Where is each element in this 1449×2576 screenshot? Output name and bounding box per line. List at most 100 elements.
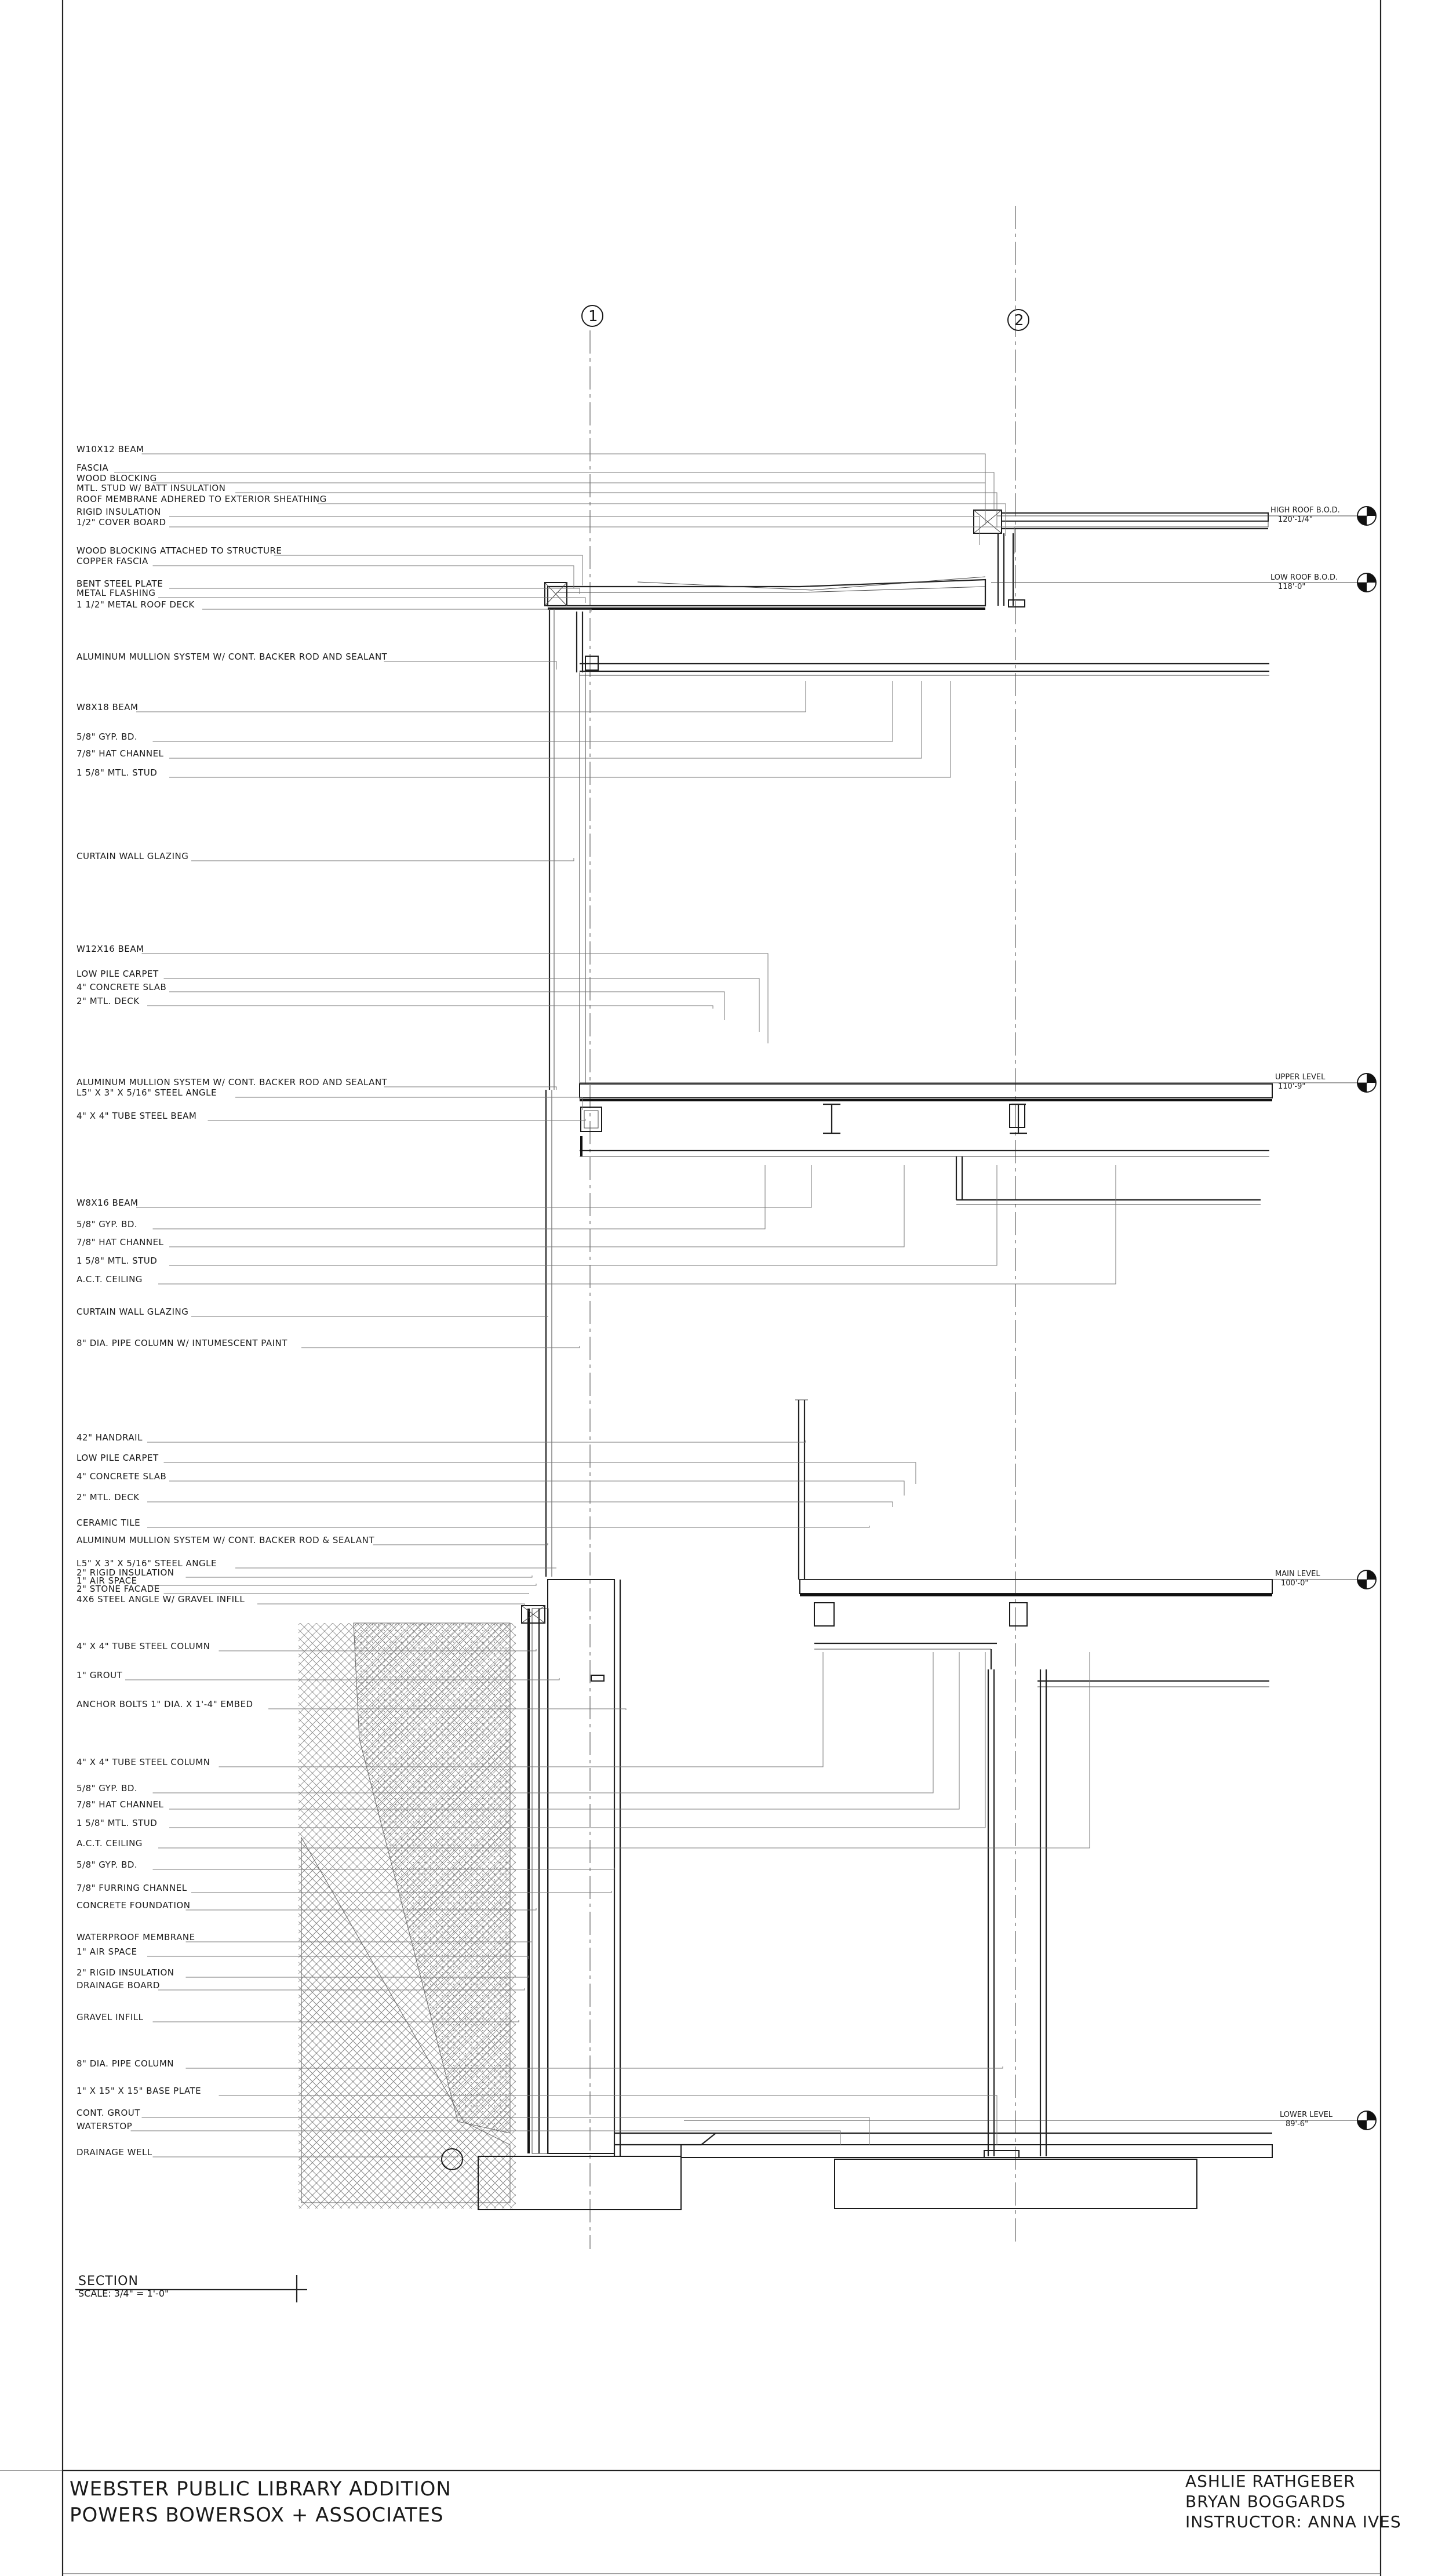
grid-marker-2-label: 2 [1014, 312, 1024, 329]
annotation-label: 1/2" COVER BOARD [77, 517, 166, 527]
annotation-label: W8X16 BEAM [77, 1198, 138, 1208]
leader-line [219, 2095, 997, 2145]
annotation-label: 2" MTL. DECK [77, 996, 140, 1006]
leader-line [191, 858, 574, 861]
leader-line [169, 526, 1015, 554]
leader-line [158, 1652, 1090, 1849]
leader-line [152, 1652, 934, 1793]
level-name-main: MAIN LEVEL [1275, 1570, 1320, 1578]
annotation-label: CONCRETE FOUNDATION [77, 1900, 190, 1911]
leader-line [384, 1086, 557, 1090]
leader-line [169, 1480, 905, 1496]
annotation-label: L5" X 3" X 5/16" STEEL ANGLE [77, 1558, 217, 1569]
annotation-label: 1 1/2" METAL ROOF DECK [77, 599, 195, 610]
annotation-label: 2" MTL. DECK [77, 1492, 140, 1502]
leader-line [169, 681, 922, 759]
annotation-label: RIGID INSULATION [77, 507, 161, 517]
level-name-lower: LOWER LEVEL [1280, 2111, 1333, 2119]
leader-line [147, 1584, 537, 1586]
annotation-label: 4" X 4" TUBE STEEL COLUMN [77, 1757, 210, 1767]
annotation-label: FASCIA [77, 463, 108, 473]
leader-line [163, 1593, 529, 1594]
annotation-label: 2" RIGID INSULATION [77, 1567, 174, 1578]
leader-line [163, 978, 760, 1032]
level-symbol-high-roof [1357, 506, 1377, 526]
annotation-label: 4" CONCRETE SLAB [77, 982, 166, 992]
annotation-label: 8" DIA. PIPE COLUMN W/ INTUMESCENT PAINT [77, 1338, 287, 1348]
leader-line [384, 661, 557, 670]
leader-line [169, 516, 980, 545]
level-elev-main: 100'-0" [1281, 1579, 1308, 1588]
section-title-block: SECTION SCALE: 3/4" = 1'-0" [75, 2274, 307, 2302]
leader-line [147, 1956, 529, 1959]
leader-line [141, 2117, 870, 2145]
leader-line [185, 1975, 529, 1978]
level-symbol-main [1357, 1570, 1377, 1589]
annotation-label: WOOD BLOCKING ATTACHED TO STRUCTURE [77, 545, 282, 556]
leader-line [202, 609, 592, 612]
leader-line [141, 953, 769, 1043]
leader-line [136, 1165, 812, 1208]
leader-line [169, 991, 725, 1020]
leader-line [301, 1346, 580, 1348]
leader-line [147, 1526, 870, 1528]
annotation-label: 4X6 STEEL ANGLE W/ GRAVEL INFILL [77, 1594, 245, 1604]
main-level-floor [795, 1399, 1273, 2156]
leader-line [219, 1652, 824, 1767]
section-title: SECTION [78, 2274, 139, 2288]
instructor-name: INSTRUCTOR: ANNA IVES [1185, 2512, 1401, 2531]
annotation-label: 7/8" HAT CHANNEL [77, 1237, 164, 1247]
leader-line [141, 453, 986, 525]
annotation-label: CURTAIN WALL GLAZING [77, 851, 188, 861]
leader-line [274, 555, 583, 585]
annotation-label: 2" RIGID INSULATION [77, 1967, 174, 1978]
leader-line [158, 597, 586, 603]
annotation-label: 5/8" GYP. BD. [77, 732, 137, 742]
leader-line [373, 1543, 548, 1545]
leader-line [114, 472, 995, 510]
annotation-label: 1 5/8" MTL. STUD [77, 767, 157, 778]
leader-line [185, 1908, 537, 1911]
leader-line [169, 681, 951, 778]
leader-line [207, 1119, 586, 1121]
leader-line [158, 1165, 1116, 1285]
leader-line [147, 1501, 893, 1507]
annotation-label: W8X18 BEAM [77, 702, 138, 712]
annotation-label: 1" AIR SPACE [77, 1946, 137, 1957]
leader-line [185, 1576, 533, 1578]
level-symbol-lower [1357, 2111, 1377, 2130]
leader-line [235, 492, 997, 527]
curtain-wall-lower [545, 1090, 552, 1577]
level-elev-lower: 89'-6" [1286, 2120, 1308, 2129]
annotation-label: 1 5/8" MTL. STUD [77, 1818, 157, 1828]
level-markers [580, 506, 1377, 2130]
annotation-label: L5" X 3" X 5/16" STEEL ANGLE [77, 1087, 217, 1098]
annotation-label: 5/8" GYP. BD. [77, 1860, 137, 1870]
leader-line [152, 1165, 766, 1229]
leader-line [147, 1440, 806, 1443]
annotation-label: ALUMINUM MULLION SYSTEM W/ CONT. BACKER … [77, 1535, 374, 1545]
annotation-label: COPPER FASCIA [77, 556, 148, 566]
leader-line [318, 503, 1006, 536]
project-title: WEBSTER PUBLIC LIBRARY ADDITION [70, 2477, 452, 2501]
annotation-label: 8" DIA. PIPE COLUMN [77, 2058, 174, 2069]
leader-line [169, 1165, 997, 1266]
roof-assembly [544, 510, 1269, 676]
leader-line [125, 1678, 560, 1680]
annotation-label: BENT STEEL PLATE [77, 578, 163, 589]
annotation-label: 1" GROUT [77, 1670, 123, 1680]
leader-line [169, 588, 580, 594]
upper-level-floor [579, 1083, 1273, 1205]
annotation-label: 5/8" GYP. BD. [77, 1783, 137, 1793]
annotation-label: MTL. STUD W/ BATT INSULATION [77, 483, 225, 493]
annotation-label: A.C.T. CEILING [77, 1838, 143, 1849]
annotation-label: DRAINAGE BOARD [77, 1980, 160, 1991]
firm-name: POWERS BOWERSOX + ASSOCIATES [70, 2504, 444, 2527]
annotation-label: 7/8" HAT CHANNEL [77, 1799, 164, 1810]
annotation-label: 1" AIR SPACE [77, 1576, 137, 1586]
annotation-label: 42" HANDRAIL [77, 1432, 143, 1443]
leader-line [235, 1097, 583, 1110]
leader-line [136, 681, 806, 712]
